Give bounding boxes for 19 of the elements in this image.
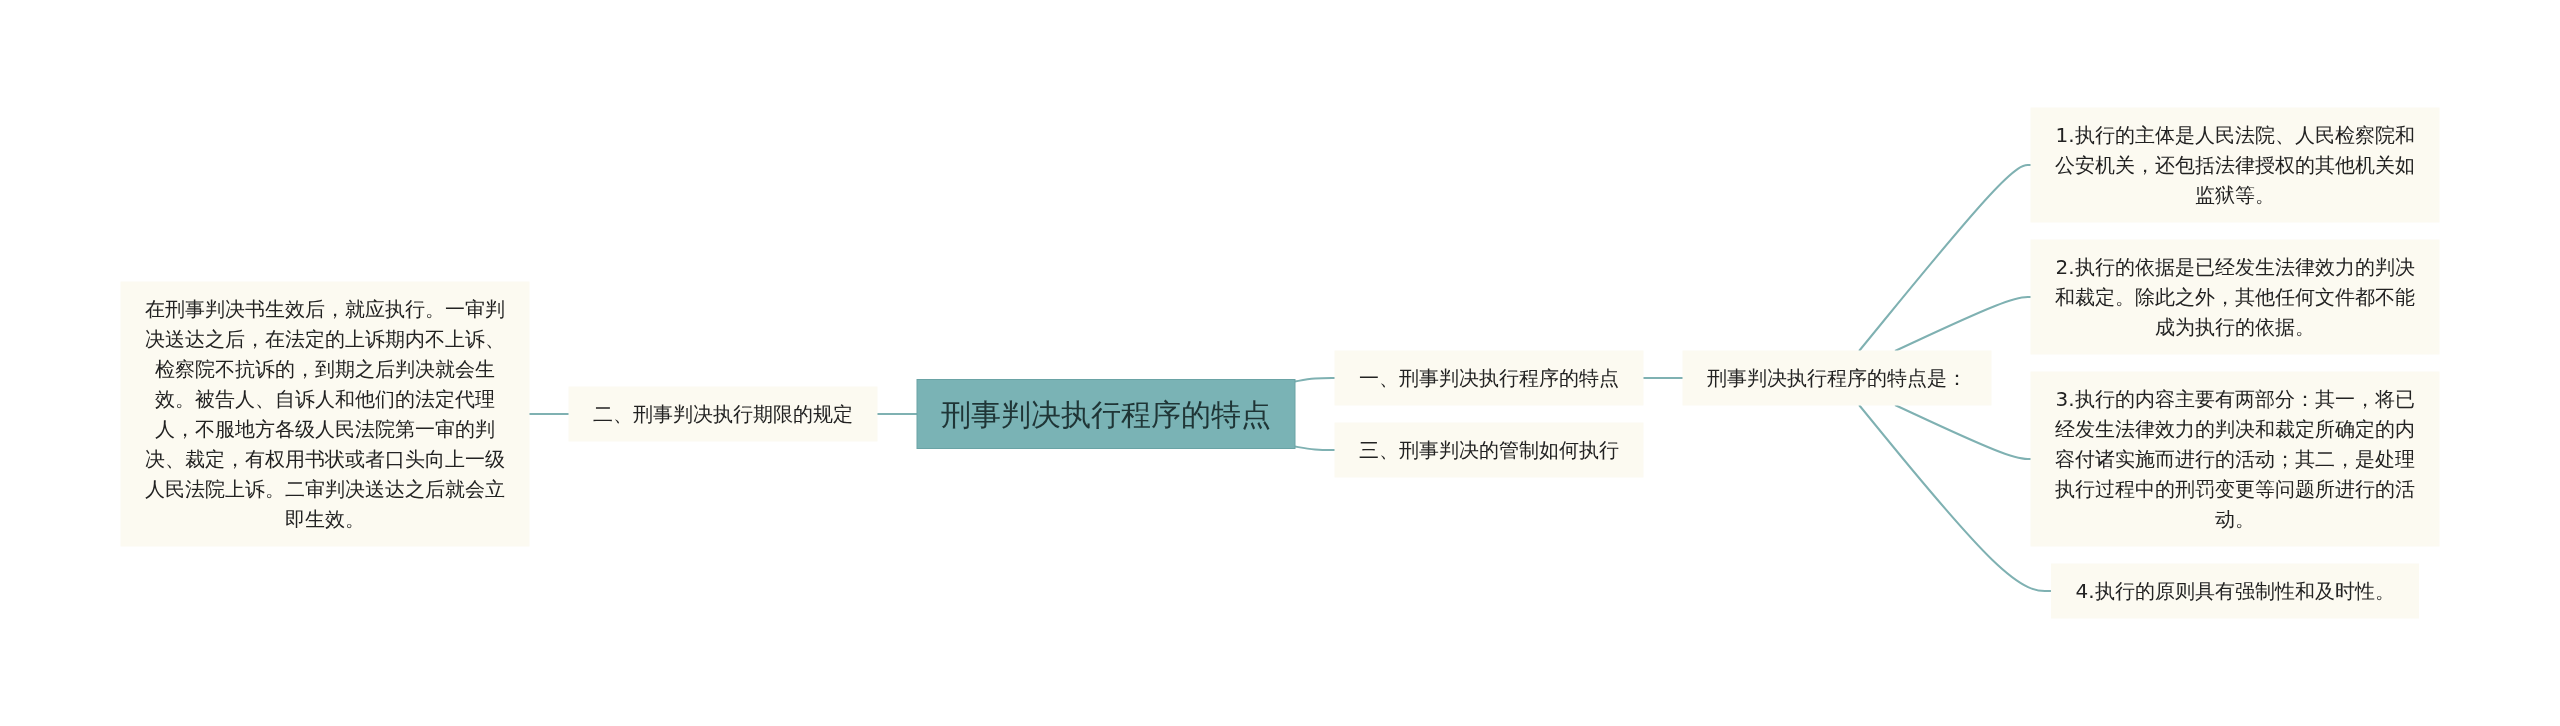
- connector: [1294, 377, 1336, 383]
- node-box: 2.执行的依据是已经发生法律效力的判决和裁定。除此之外，其他任何文件都不能成为执行的依据。: [2030, 239, 2440, 355]
- node-box: 3.执行的内容主要有两部分：其一，将已经发生法律效力的判决和裁定所确定的内容付诸实施而进行的活动；其二，是处理执行过程中的刑罚变更等问题所进行的活动。: [2030, 371, 2440, 547]
- connector: [1858, 164, 2032, 352]
- connector: [1894, 404, 2032, 460]
- node-box: 一、刑事判决执行程序的特点: [1334, 350, 1644, 406]
- node-box: 在刑事判决书生效后，就应执行。一审判决送达之后，在法定的上诉期内不上诉、检察院不抗诉的，到期之后判决就会生效。被告人、自诉人和他们的法定代理人，不服地方各级人民法院第一审的判决、裁定，有权用书状或者口头向上一级人民法院上诉。二审判决送达之后就会立即生效。: [120, 281, 530, 547]
- connector: [876, 413, 918, 415]
- connector: [1858, 404, 2053, 592]
- node-box: 4.执行的原则具有强制性和及时性。: [2050, 563, 2420, 619]
- node-box: 三、刑事判决的管制如何执行: [1334, 422, 1644, 478]
- connector: [1642, 377, 1684, 379]
- connector: [1894, 296, 2032, 352]
- connector: [1294, 445, 1336, 451]
- node-box: 刑事判决执行程序的特点: [916, 379, 1296, 449]
- node-box: 1.执行的主体是人民法院、人民检察院和公安机关，还包括法律授权的其他机关如监狱等。: [2030, 107, 2440, 223]
- node-box: 刑事判决执行程序的特点是：: [1682, 350, 1992, 406]
- connector: [528, 413, 570, 415]
- node-box: 二、刑事判决执行期限的规定: [568, 386, 878, 442]
